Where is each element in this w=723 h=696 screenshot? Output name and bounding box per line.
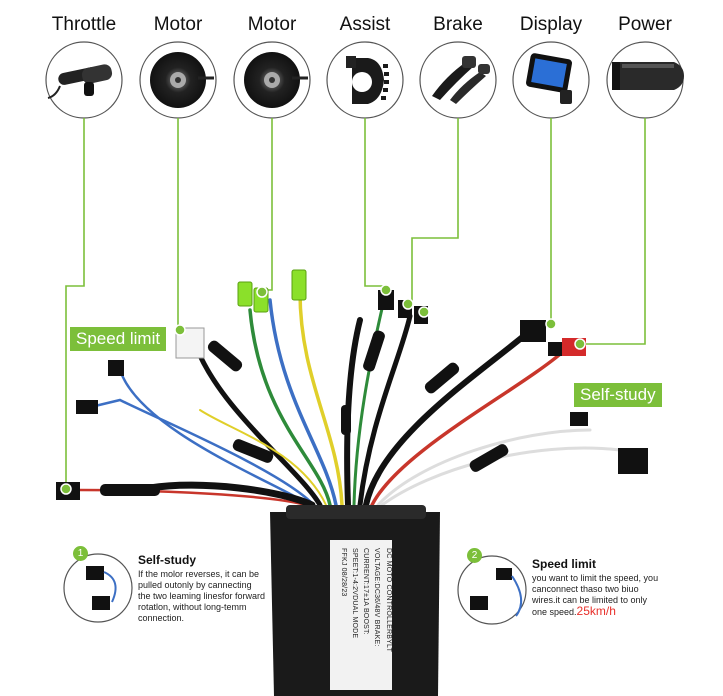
controller-label-line-2: VOLTAGE:DC36/48V BRAKE:: [373, 548, 380, 647]
self-study-tag: Self-study: [574, 383, 662, 407]
heat-shrink: [100, 330, 509, 496]
note-2-title: Speed limit: [532, 557, 597, 571]
callout-lines: [65, 118, 646, 489]
label-assist: Assist: [339, 14, 391, 35]
connector-dots: [60, 284, 586, 495]
note-1-title: Self-study: [138, 553, 197, 567]
note-2-body: you want to limit the speed, you canconn…: [532, 573, 659, 617]
note-1-text: If the molor reverses, it can be pulled …: [138, 569, 266, 623]
hub-motor-icon: [244, 52, 308, 108]
label-throttle: Throttle: [51, 14, 117, 35]
brake-lever-icon: [432, 56, 490, 104]
note-2-text: you want to limit the speed, you canconn…: [532, 573, 660, 618]
note-2-speed-value: 25km/h: [576, 604, 616, 618]
controller-label-line-1: DC MOTO CONTROLLERBYLT: [385, 548, 392, 653]
throttle-grip-icon: [47, 64, 113, 99]
label-brake: Brake: [433, 14, 483, 35]
wire-bundle: [78, 290, 622, 509]
pas-sensor-icon: [346, 56, 389, 104]
note-images: [63, 553, 527, 625]
note-1-badge: 1: [73, 546, 88, 561]
battery-pack-icon: [612, 62, 684, 90]
hub-motor-icon: [150, 52, 214, 108]
controller-label-line-3: CURRENT:17±1A BOOST:: [362, 548, 369, 635]
label-motor-1: Motor: [153, 14, 203, 35]
label-motor-2: Motor: [247, 14, 297, 35]
label-display: Display: [519, 14, 583, 35]
speed-limit-tag: Speed limit: [70, 327, 167, 351]
label-power: Power: [618, 14, 672, 35]
controller-label-line-4: SPEET:1-4:2VDUAL MODE: [351, 548, 358, 639]
note-2-badge: 2: [467, 548, 482, 563]
controller-label-line-5: FFKJ 08/28/23: [340, 548, 347, 597]
lcd-display-icon: [526, 53, 572, 104]
controller-box: [270, 505, 440, 696]
